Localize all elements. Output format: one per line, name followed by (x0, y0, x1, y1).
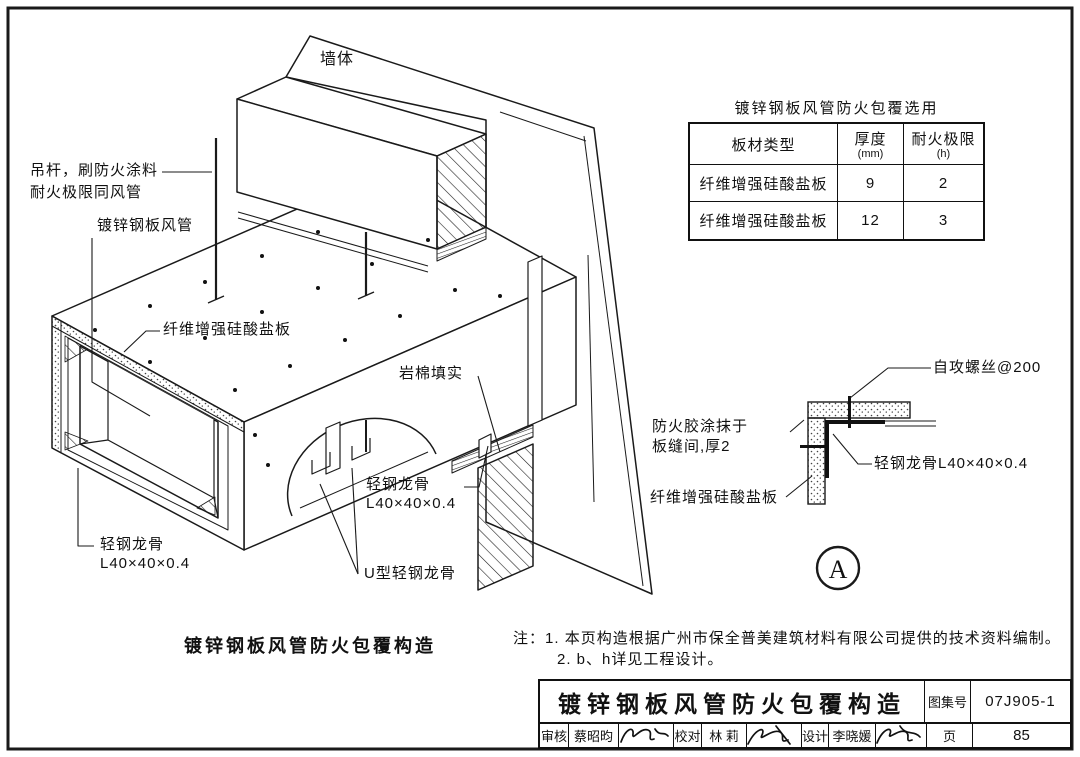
keel-label-line1: 轻钢龙骨 (366, 476, 431, 493)
table-header-row: 板材类型 厚度 (mm) 耐火极限 (h) (690, 124, 983, 165)
design-name: 李晓媛 (829, 724, 876, 747)
hanger-label-line1: 吊杆，刷防火涂料 (30, 162, 159, 179)
table-title: 镀锌钢板风管防火包覆选用 (734, 100, 939, 117)
screw-dots (93, 230, 502, 467)
duct-label: 镀锌钢板风管 (97, 217, 194, 234)
atlas-number-value: 07J905-1 (985, 693, 1056, 710)
inner-duct-edge (237, 211, 429, 267)
header-thickness-unit: (mm) (857, 148, 884, 160)
keel-angle-horizontal-leg (827, 420, 885, 424)
corner-keel-gusset (64, 431, 89, 451)
page-number: 85 (1013, 727, 1030, 744)
wall-column-hatch (477, 443, 534, 591)
figure-caption: 镀锌钢板风管防火包覆构造 (184, 636, 436, 656)
proof-name: 林 莉 (702, 724, 747, 747)
u-channel (351, 438, 371, 461)
proof-signature (747, 725, 791, 745)
cell-fire-limit: 3 (938, 212, 949, 229)
design-signature (876, 725, 921, 744)
title-block-row2: 审核 蔡昭昀 校对 林 莉 设计 李晓媛 页 85 (540, 724, 1070, 747)
keel-angle-vertical-leg (825, 420, 829, 478)
header-thickness: 厚度 (mm) (838, 124, 904, 164)
wall-beam (236, 76, 487, 250)
rockwool-strip-lower (451, 424, 534, 474)
header-fire-limit: 耐火极限 (h) (904, 124, 983, 164)
silicate-board-label: 纤维增强硅酸盐板 (163, 321, 292, 338)
board-edge-strip-left (51, 315, 62, 454)
table-row: 纤维增强硅酸盐板 12 3 (690, 202, 983, 239)
design-signature-cell (876, 724, 927, 747)
detail-marker-circle (815, 545, 861, 591)
title-block: 镀锌钢板风管防火包覆构造 图集号 07J905-1 审核 蔡昭昀 校对 林 莉 … (538, 679, 1072, 749)
detail-side-board (807, 417, 826, 505)
design-label: 设计 (802, 724, 829, 747)
leader-lines (77, 171, 501, 575)
header-board-type: 板材类型 (690, 124, 838, 164)
corner-keel-gusset (196, 496, 216, 516)
keel-bl-label-line2: L40×40×0.4 (100, 555, 191, 572)
detail-keel-label: 轻钢龙骨L40×40×0.4 (874, 455, 1029, 472)
table-row: 纤维增强硅酸盐板 9 2 (690, 165, 983, 202)
u-keel-label: U型轻钢龙骨 (364, 565, 456, 582)
notes-prefix: 注： (513, 630, 546, 647)
proof-label: 校对 (674, 724, 702, 747)
cell-board-type: 纤维增强硅酸盐板 (690, 165, 838, 201)
atlas-number-label: 图集号 (925, 681, 971, 722)
proof-signature-cell (747, 724, 802, 747)
keel-at-wall (478, 433, 492, 459)
self-tapping-screw (848, 396, 851, 428)
rockwool-strip-upper (436, 226, 487, 262)
keel-label-line2: L40×40×0.4 (366, 495, 457, 512)
opening-outer-frame (67, 337, 229, 531)
cell-thickness: 12 (838, 202, 904, 239)
arch-cutaway (286, 417, 437, 517)
sheet-title: 镀锌钢板风管防火包覆构造 (540, 681, 925, 722)
detail-leader-lines (785, 367, 931, 498)
note-2: 2. b、h详见工程设计。 (557, 651, 724, 668)
page-border (6, 6, 1074, 751)
keel-bl-label-line1: 轻钢龙骨 (100, 536, 165, 553)
page-label: 页 (927, 724, 973, 747)
hanger-rods (207, 138, 375, 304)
header-thickness-text: 厚度 (854, 131, 887, 148)
detail-a-drawing: A (785, 367, 936, 591)
review-signature-cell (619, 724, 674, 747)
detail-top-board (807, 401, 911, 419)
detail-board-label: 纤维增强硅酸盐板 (650, 489, 779, 506)
inner-duct-edge (237, 217, 429, 273)
fire-glue-label-line2: 板缝间,厚2 (652, 438, 731, 455)
selection-table: 板材类型 厚度 (mm) 耐火极限 (h) 纤维增强硅酸盐板 9 2 纤维增强硅… (688, 122, 985, 241)
header-fire-limit-unit: (h) (936, 148, 951, 160)
screw-label: 自攻螺丝@200 (933, 359, 1042, 376)
signatures (620, 725, 921, 745)
cell-board-type: 纤维增强硅酸盐板 (690, 202, 838, 239)
review-signature (620, 728, 669, 743)
note-1: 1. 本页构造根据广州市保全普美建筑材料有限公司提供的技术资料编制。 (545, 630, 1061, 647)
corner-keel-gusset (64, 335, 89, 363)
u-channel (311, 452, 331, 475)
fire-glue-label-line1: 防火胶涂抹于 (652, 418, 749, 435)
review-name: 蔡昭昀 (569, 724, 619, 747)
cell-fire-limit: 2 (938, 174, 949, 192)
isometric-drawing (51, 35, 653, 595)
rockwool-label: 岩棉填实 (399, 365, 464, 382)
hanger-label-line2: 耐火极限同风管 (30, 184, 143, 201)
self-tapping-screw (800, 445, 828, 448)
detail-marker-letter: A (829, 555, 848, 584)
wall-label: 墙体 (320, 51, 355, 68)
review-label: 审核 (540, 724, 569, 747)
title-block-row1: 镀锌钢板风管防火包覆构造 图集号 07J905-1 (540, 681, 1070, 724)
notes: 注：1. 本页构造根据广州市保全普美建筑材料有限公司提供的技术资料编制。 2. … (513, 627, 1061, 669)
cell-thickness: 9 (838, 165, 904, 201)
back-panel (527, 255, 543, 427)
header-fire-limit-text: 耐火极限 (911, 131, 976, 148)
